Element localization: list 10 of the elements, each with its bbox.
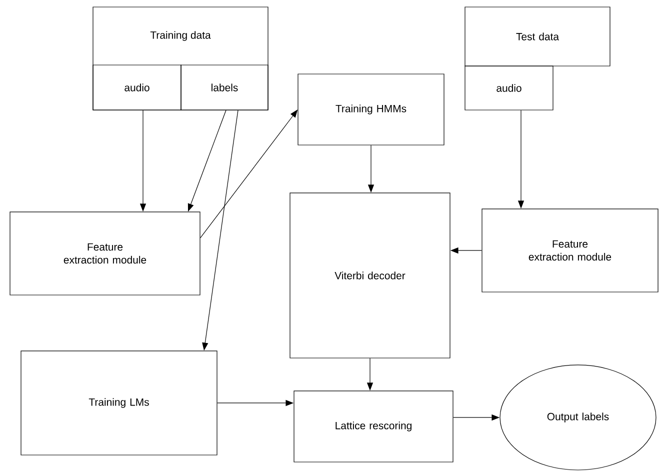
process-box: Viterbi decoder	[290, 192, 450, 358]
data-cell: labels	[180, 64, 268, 110]
process-box: Training LMs	[20, 350, 218, 456]
process-box: Feature extraction module	[10, 212, 200, 296]
process-box: Feature extraction module	[482, 208, 658, 292]
process-box: Test data	[464, 6, 610, 66]
process-box: audio	[464, 66, 554, 110]
process-box: Lattice rescoring	[294, 390, 454, 462]
process-box: Training HMMs	[298, 74, 444, 146]
data-cell: audio	[92, 64, 182, 110]
